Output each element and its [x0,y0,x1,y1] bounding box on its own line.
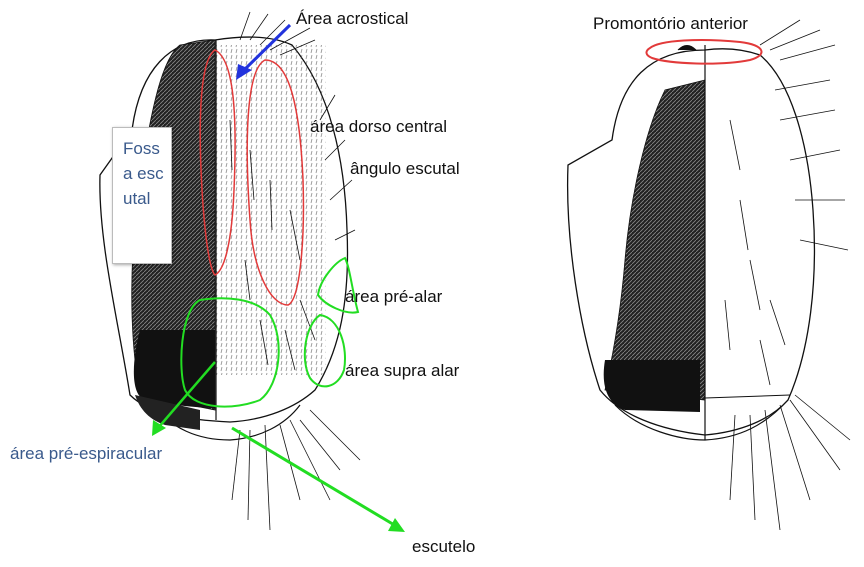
label-area-dorso-central: área dorso central [310,118,447,135]
label-promontorio-anterior: Promontório anterior [593,15,748,32]
label-fossa-escutal: Fossa escutal [123,136,169,211]
right-thorax-drawing [568,20,850,530]
fossa-escutal-box: Fossa escutal [112,127,172,264]
promontorio-notch [678,46,696,51]
label-escutelo: escutelo [412,538,475,555]
label-area-pre-alar: área pré-alar [345,288,442,305]
label-area-pre-espiracular: área pré-espiracular [10,445,162,462]
label-area-supra-alar: área supra alar [345,362,459,379]
label-angulo-escutal: ângulo escutal [350,160,460,177]
label-area-acrostical: Área acrostical [296,10,408,27]
right-lower-lobe [604,360,700,412]
left-lower-lobe [134,330,215,408]
